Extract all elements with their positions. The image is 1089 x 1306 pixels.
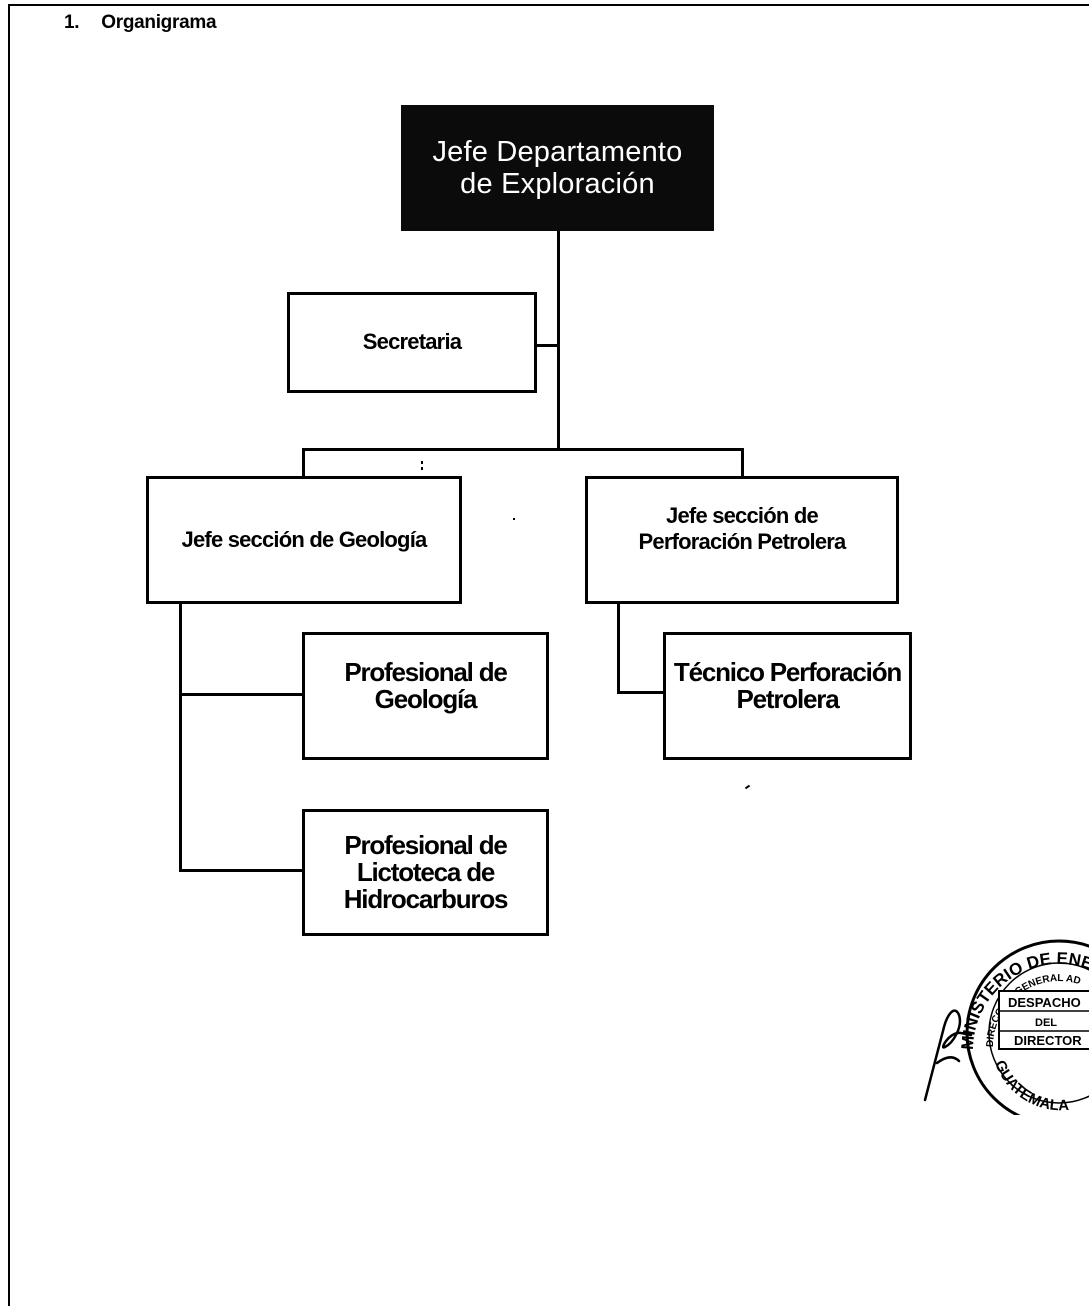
lithotheque-connector	[179, 869, 304, 872]
lithotheque-professional-label-line2: Lictoteca de	[356, 856, 496, 887]
drilling-vertical-line	[617, 602, 620, 694]
root-box-jefe-departamento: Jefe Departamento de Exploración	[401, 105, 714, 231]
geology-professional-label-line1: Profesional de	[344, 656, 508, 687]
section-heading: 1. Organigrama	[64, 12, 217, 34]
stamp-line2: DEL	[1035, 1017, 1057, 1029]
branch-horizontal-line	[302, 448, 744, 451]
branch-left-drop	[302, 448, 305, 478]
stamp-line1: DESPACHO	[1008, 995, 1081, 1010]
scan-mark	[421, 467, 423, 470]
drilling-head-box: Jefe sección de Perforación Petrolera	[585, 476, 899, 604]
handwritten-signature	[923, 1009, 973, 1102]
lithotheque-professional-label-line3: Hidrocarburos	[343, 884, 509, 915]
scan-mark	[513, 518, 515, 520]
geology-professional-connector	[179, 693, 304, 696]
drilling-technician-label-line1: Técnico Perforación	[673, 656, 902, 687]
lithotheque-professional-label-line1: Profesional de	[344, 829, 508, 860]
branch-right-drop	[741, 448, 744, 478]
official-stamp-seal: MINISTERIO DE ENERGIA DIRECCION GENERAL …	[923, 939, 1089, 1115]
geology-vertical-line	[179, 602, 182, 872]
section-title: Organigrama	[101, 12, 217, 33]
root-label-line2: de Exploración	[460, 168, 655, 200]
geology-head-label: Jefe sección de Geología	[181, 526, 428, 552]
secretary-label: Secretaria	[362, 329, 462, 355]
drilling-technician-label-line2: Petrolera	[736, 684, 840, 714]
drilling-technician-connector	[617, 691, 665, 694]
geology-professional-label-line2: Geología	[374, 684, 478, 714]
drilling-head-label-line2: Perforación Petrolera	[638, 529, 847, 554]
root-trunk-line	[557, 230, 560, 450]
drilling-head-label-line1: Jefe sección de	[666, 502, 819, 528]
stamp-line3: DIRECTOR	[1014, 1033, 1082, 1048]
drilling-technician-box: Técnico Perforación Petrolera	[663, 632, 912, 760]
secretary-connector	[536, 344, 559, 347]
lithotheque-professional-box: Profesional de Lictoteca de Hidrocarburo…	[302, 809, 549, 936]
secretary-box: Secretaria	[287, 292, 537, 393]
geology-professional-box: Profesional de Geología	[302, 632, 549, 760]
page-frame	[8, 4, 1089, 1306]
geology-head-box: Jefe sección de Geología	[146, 476, 462, 604]
scan-mark	[421, 461, 423, 464]
root-label-line1: Jefe Departamento	[432, 135, 683, 168]
section-number: 1.	[64, 12, 80, 33]
